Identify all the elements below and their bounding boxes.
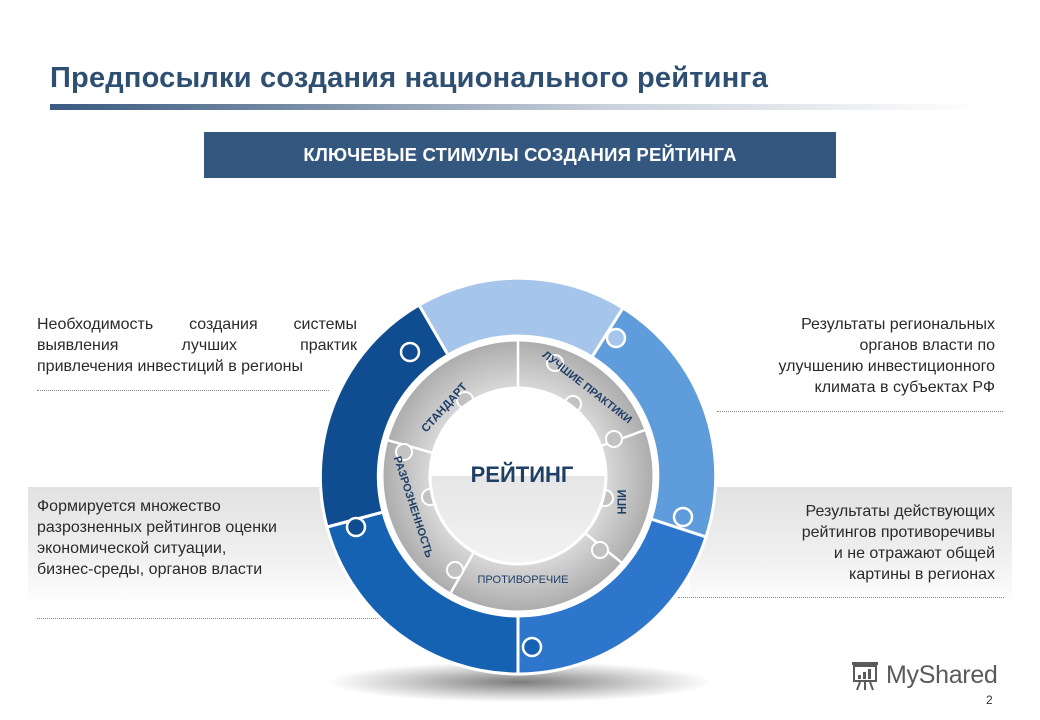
text-line: разрозненных рейтингов оценки [37,519,277,536]
dotted-separator [37,618,382,619]
text-line: выявления лучших практик [37,337,357,354]
outer-ring [318,276,718,676]
background-band-right [690,487,1012,607]
text-line: Формируется множество [37,498,221,515]
logo-text: MyShared [886,660,998,689]
text-block-top-right: Результаты региональных органов власти п… [715,314,995,398]
text-block-bottom-left: Формируется множество разрозненных рейти… [37,496,337,580]
text-line: Результаты региональных [801,316,995,333]
myshared-logo[interactable]: MyShared [848,658,998,692]
page-number: 2 [986,693,993,707]
text-block-top-left: Необходимость создания системы выявления… [37,314,357,377]
center-circle [428,386,608,566]
text-line: бизнес-среды, органов власти [37,561,263,578]
title-underline [50,104,980,110]
dotted-separator [37,390,329,391]
segment-label-contradiction: ПРОТИВОРЕЧИЕ [478,574,569,586]
dotted-separator [678,597,1004,598]
outer-segment-left [318,302,451,529]
banner-label: КЛЮЧЕВЫЕ СТИМУЛЫ СОЗДАНИЯ РЕЙТИНГА [303,144,737,165]
text-line: Необходимость создания системы [37,316,357,333]
text-line: рейтингов противоречивы [801,524,995,541]
background-band-left [28,487,358,607]
text-block-bottom-right: Результаты действующих рейтингов противо… [715,501,995,585]
section-banner: КЛЮЧЕВЫЕ СТИМУЛЫ СОЗДАНИЯ РЕЙТИНГА [204,132,836,178]
text-line: органов власти по [859,337,996,354]
dotted-separator [717,411,1003,412]
outer-puzzle-knobs [345,327,694,658]
slide-title: Предпосылки создания национального рейти… [50,62,769,94]
text-line: улучшению инвестиционного [778,358,995,375]
segment-label-npi: НПИ [617,490,629,515]
text-line: климата в субъектах РФ [814,379,995,396]
text-line: и не отражают общей [833,545,995,562]
text-line: экономической ситуации, [37,540,227,557]
presentation-chart-icon [852,662,878,691]
center-label: РЕЙТИНГ [471,462,574,487]
text-line: Результаты действующих [805,503,995,520]
text-line: картины в регионах [849,566,995,583]
text-line: привлечения инвестиций в регионы [37,358,303,375]
